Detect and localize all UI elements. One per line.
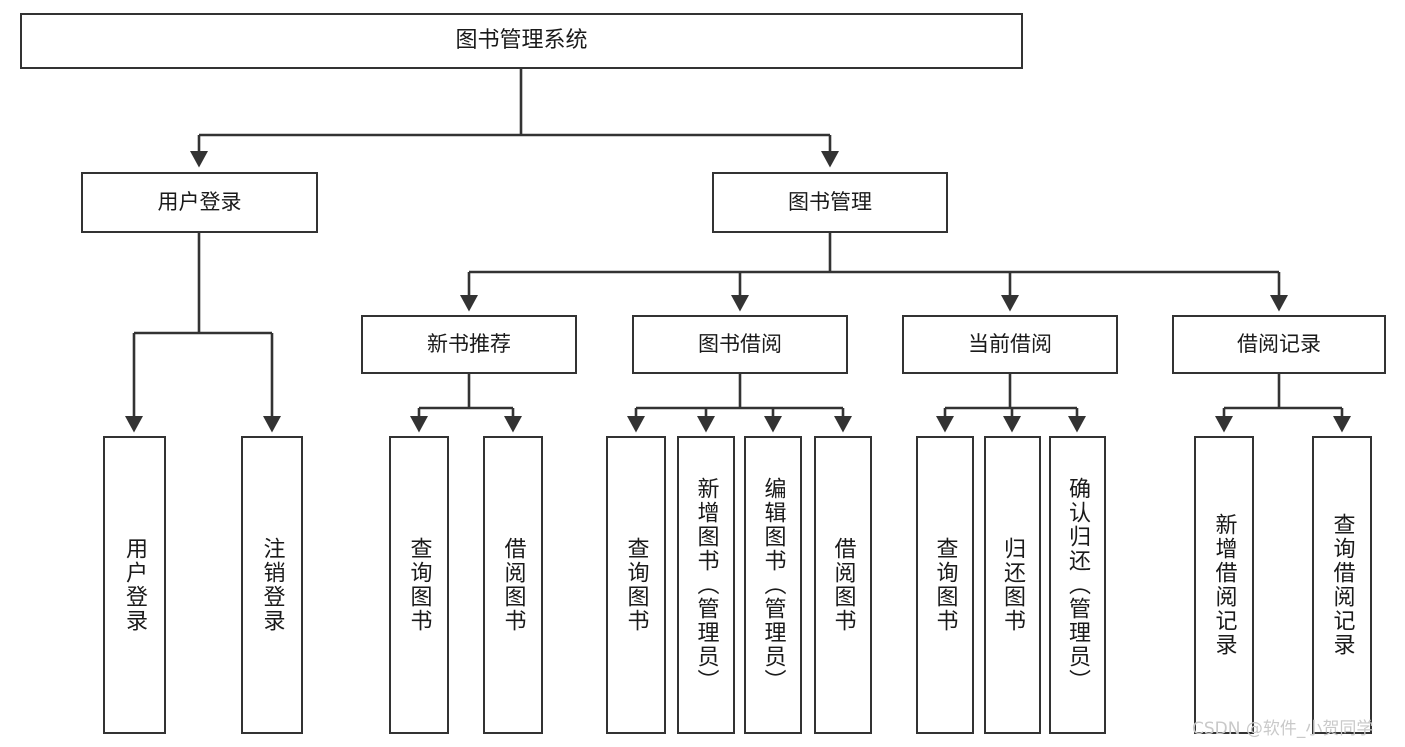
leaf-borrow-borrow-book[interactable]: 借阅图书	[814, 436, 872, 734]
node-user-login[interactable]: 用户登录	[81, 172, 318, 233]
leaf-label: 编辑图书（管理员）	[760, 477, 786, 693]
node-borrow-record-label: 借阅记录	[1237, 332, 1321, 357]
leaf-record-add-record[interactable]: 新增借阅记录	[1194, 436, 1254, 734]
leaf-label: 归还图书	[1000, 537, 1026, 633]
leaf-user-login-logout[interactable]: 注销登录	[241, 436, 303, 734]
leaf-record-query-record[interactable]: 查询借阅记录	[1312, 436, 1372, 734]
node-book-borrow-label: 图书借阅	[698, 332, 782, 357]
node-book-management[interactable]: 图书管理	[712, 172, 948, 233]
leaf-new-book-borrow[interactable]: 借阅图书	[483, 436, 543, 734]
leaf-current-confirm-return-admin[interactable]: 确认归还（管理员）	[1049, 436, 1106, 734]
node-root[interactable]: 图书管理系统	[20, 13, 1023, 69]
node-book-borrow[interactable]: 图书借阅	[632, 315, 848, 374]
leaf-new-book-query[interactable]: 查询图书	[389, 436, 449, 734]
leaf-label: 查询图书	[406, 537, 432, 633]
leaf-label: 借阅图书	[830, 537, 856, 633]
csdn-watermark: CSDN @软件_小贺同学	[1192, 719, 1374, 739]
leaf-borrow-edit-book-admin[interactable]: 编辑图书（管理员）	[744, 436, 802, 734]
leaf-label: 新增借阅记录	[1211, 513, 1237, 657]
node-new-book-recommend-label: 新书推荐	[427, 332, 511, 357]
node-user-login-label: 用户登录	[157, 190, 242, 215]
leaf-label: 查询图书	[932, 537, 958, 633]
leaf-current-query-book[interactable]: 查询图书	[916, 436, 974, 734]
leaf-label: 确认归还（管理员）	[1065, 477, 1091, 693]
leaf-label: 查询图书	[623, 537, 649, 633]
leaf-borrow-add-book-admin[interactable]: 新增图书（管理员）	[677, 436, 735, 734]
leaf-label: 借阅图书	[500, 537, 526, 633]
node-root-label: 图书管理系统	[455, 28, 588, 54]
node-current-borrow-label: 当前借阅	[968, 332, 1052, 357]
leaf-borrow-query-book[interactable]: 查询图书	[606, 436, 666, 734]
node-new-book-recommend[interactable]: 新书推荐	[361, 315, 577, 374]
leaf-label: 用户登录	[122, 537, 148, 633]
leaf-current-return-book[interactable]: 归还图书	[984, 436, 1041, 734]
leaf-label: 查询借阅记录	[1329, 513, 1355, 657]
node-borrow-record[interactable]: 借阅记录	[1172, 315, 1386, 374]
node-current-borrow[interactable]: 当前借阅	[902, 315, 1118, 374]
node-book-management-label: 图书管理	[788, 190, 872, 215]
leaf-label: 新增图书（管理员）	[693, 477, 719, 693]
leaf-user-login-login[interactable]: 用户登录	[103, 436, 166, 734]
leaf-label: 注销登录	[259, 537, 285, 633]
